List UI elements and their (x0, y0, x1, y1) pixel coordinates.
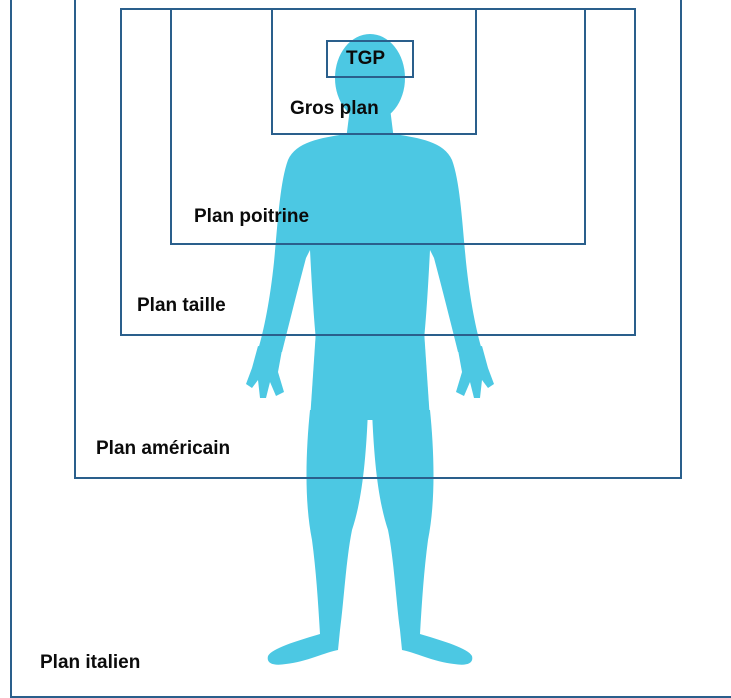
label-plan-taille: Plan taille (137, 295, 226, 316)
frame-tgp (326, 40, 414, 78)
label-plan-poitrine: Plan poitrine (194, 206, 310, 227)
frame-plan-americain (74, 0, 682, 479)
label-plan-americain: Plan américain (96, 438, 231, 459)
label-tgp: TGP (346, 48, 386, 69)
frame-gros-plan (271, 8, 477, 135)
label-plan-italien: Plan italien (40, 652, 141, 673)
shot-size-diagram: Plan italien Plan américain Plan taille … (10, 0, 731, 698)
label-gros-plan: Gros plan (290, 98, 379, 119)
